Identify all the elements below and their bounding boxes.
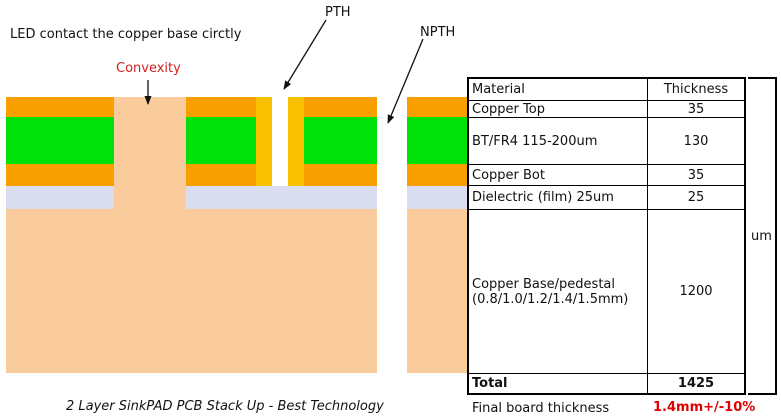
table-header-row: Material Thickness — [469, 79, 744, 101]
total-label: Total — [469, 374, 648, 393]
pth-label: PTH — [325, 5, 351, 20]
table-row: Dielectric (film) 25um 25 — [469, 186, 744, 210]
thickness-cell: 130 — [683, 133, 709, 149]
table-total-row: Total 1425 — [469, 374, 744, 393]
unit-label: um — [751, 228, 772, 244]
final-thickness-value: 1.4mm+/-10% — [653, 400, 756, 415]
convexity-label: Convexity — [116, 61, 181, 76]
material-cell: BT/FR4 115-200um — [469, 118, 648, 164]
npth-label: NPTH — [420, 25, 456, 40]
thickness-header: Thickness — [663, 82, 729, 97]
unit-column: um — [748, 77, 777, 395]
total-value: 1425 — [677, 376, 715, 391]
final-thickness-label: Final board thickness — [472, 401, 610, 416]
material-cell: Dielectric (film) 25um — [469, 186, 648, 209]
thickness-cell: 35 — [687, 167, 705, 183]
material-cell: Copper Top — [469, 101, 648, 117]
table-row: Copper Bot 35 — [469, 165, 744, 186]
pth-plated-hole — [256, 97, 304, 186]
convexity-pedestal — [114, 97, 186, 209]
stackup-table: Material Thickness Copper Top 35 BT/FR4 … — [467, 77, 746, 395]
material-cell: Copper Bot — [469, 165, 648, 185]
figure-caption: 2 Layer SinkPAD PCB Stack Up - Best Tech… — [66, 399, 384, 414]
table-row: BT/FR4 115-200um 130 — [469, 118, 744, 165]
pth-arrow — [283, 19, 327, 90]
npth-hole — [377, 97, 407, 373]
thickness-cell: 1200 — [679, 284, 713, 299]
thickness-cell: 35 — [687, 101, 705, 117]
thickness-cell: 25 — [687, 190, 705, 205]
material-header: Material — [469, 79, 648, 100]
table-row: Copper Top 35 — [469, 101, 744, 118]
table-row: Copper Base/pedestal (0.8/1.0/1.2/1.4/1.… — [469, 210, 744, 374]
pth-hole-bore — [272, 97, 288, 186]
led-contact-note: LED contact the copper base circtly — [10, 27, 242, 42]
material-cell: Copper Base/pedestal (0.8/1.0/1.2/1.4/1.… — [469, 210, 648, 373]
